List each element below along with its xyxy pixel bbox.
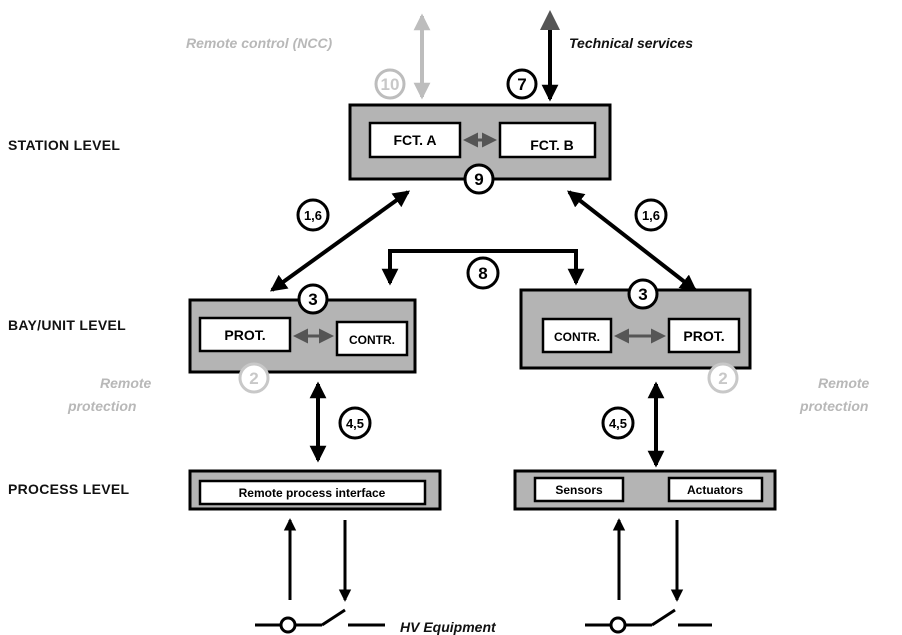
badge-8-text: 8 (478, 264, 487, 283)
bay-left-badge-3-text: 3 (308, 290, 317, 309)
hv-switch-right-icon (585, 608, 712, 634)
fct-a-label: FCT. A (393, 132, 436, 148)
badge-1-6-left (296, 198, 330, 232)
fct-a-box (368, 121, 462, 159)
bay-left-prot-box (198, 316, 292, 353)
bay-left-badge-2 (238, 362, 270, 394)
bay-left-contr-box (335, 320, 409, 357)
bay-right-badge-3-text: 3 (638, 285, 647, 304)
bay-left-badge-2-text: 2 (249, 369, 258, 388)
badge-4-5-left-text: 4,5 (346, 416, 364, 431)
remote-control-label: Remote control (NCC) (186, 35, 333, 51)
badge-7-text: 7 (517, 75, 526, 94)
remote-process-interface-box (198, 479, 427, 506)
bay-left-contr-label: CONTR. (349, 333, 395, 347)
sensors-box (533, 476, 625, 503)
remote-process-interface-label: Remote process interface (239, 486, 386, 500)
badge-1-6-right-text: 1,6 (642, 208, 660, 223)
badge-1-6-left-text: 1,6 (304, 208, 322, 223)
badge-8 (466, 256, 500, 290)
badge-10-text: 10 (381, 75, 400, 94)
badge-9-text: 9 (474, 170, 483, 189)
technical-services-label: Technical services (569, 35, 693, 51)
actuators-box (667, 476, 764, 503)
badge-7 (506, 68, 538, 100)
process-level-label: PROCESS LEVEL (8, 481, 130, 497)
badge-4-5-right (601, 406, 635, 440)
bay-left-badge-3 (297, 283, 329, 315)
actuators-label: Actuators (687, 483, 743, 497)
bay-unit-level-label: BAY/UNIT LEVEL (8, 317, 126, 333)
bay-right-contr-label: CONTR. (554, 330, 600, 344)
sensors-label: Sensors (555, 483, 603, 497)
hv-equipment-label: HV Equipment (400, 619, 497, 635)
badge-4-5-left (338, 406, 372, 440)
bay-right-badge-2-text: 2 (718, 369, 727, 388)
hv-switch-left-icon (255, 608, 385, 634)
badge-9 (463, 163, 495, 195)
station-level-label: STATION LEVEL (8, 137, 120, 153)
bay-right-badge-2 (707, 362, 739, 394)
fct-b-label: FCT. B (530, 137, 574, 153)
bay-right-badge-3 (627, 278, 659, 310)
left-protection-label: protection (67, 398, 136, 414)
bay-to-bay-arrow (381, 249, 585, 286)
station-bay-right-arrow (567, 190, 697, 292)
right-remote-label: Remote (818, 375, 870, 391)
badge-4-5-right-text: 4,5 (609, 416, 627, 431)
fct-b-box (498, 121, 597, 159)
badge-1-6-right (634, 198, 668, 232)
right-protection-label: protection (799, 398, 868, 414)
bay-right-prot-box (667, 317, 741, 354)
bay-right-contr-box (541, 317, 613, 354)
left-remote-label: Remote (100, 375, 152, 391)
badge-10 (374, 68, 406, 100)
bay-right-prot-label: PROT. (683, 328, 724, 344)
bay-left-prot-label: PROT. (224, 327, 265, 343)
station-bay-left-arrow (269, 190, 411, 292)
